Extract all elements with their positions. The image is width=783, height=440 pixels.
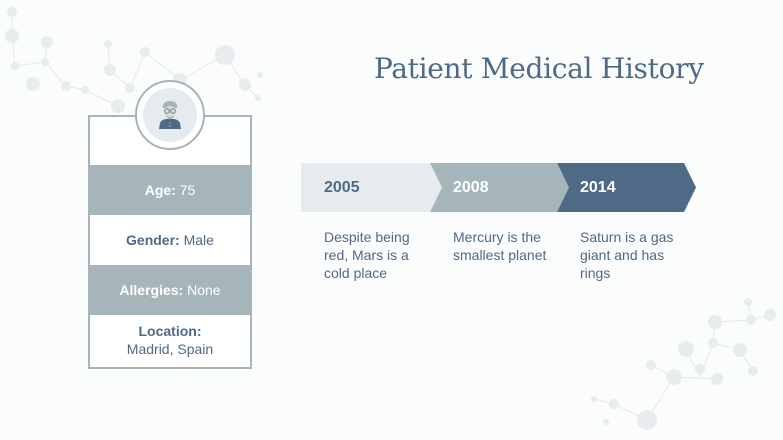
- description-2008: Mercury is the smallest planet: [453, 229, 547, 263]
- year-2008: 2008: [453, 179, 489, 196]
- age-label: Age:: [144, 182, 176, 198]
- allergies-row: Allergies: None: [90, 265, 250, 315]
- page-title: Patient Medical History: [374, 52, 704, 85]
- gender-label: Gender:: [126, 232, 180, 248]
- patient-card: Age: 75 Gender: Male Allergies: None Loc…: [88, 115, 252, 369]
- allergies-value: None: [187, 282, 221, 298]
- gender-row: Gender: Male: [90, 215, 250, 265]
- age-row: Age: 75: [90, 165, 250, 215]
- description-2014: Saturn is a gas giant and has rings: [580, 229, 674, 281]
- timeline-segment-2014: [557, 163, 696, 212]
- timeline-arrows: [301, 163, 696, 212]
- avatar: [135, 80, 205, 150]
- location-label: Location:: [138, 323, 202, 339]
- elderly-person-icon: [159, 101, 181, 129]
- allergies-label: Allergies:: [119, 282, 184, 298]
- year-2014: 2014: [580, 179, 616, 196]
- location-row: Location: Madrid, Spain: [90, 315, 250, 365]
- year-2005: 2005: [324, 179, 360, 196]
- timeline-segment-2005: [301, 163, 442, 212]
- gender-value: Male: [183, 232, 214, 248]
- description-2005: Despite being red, Mars is a cold place: [324, 229, 410, 281]
- age-value: 75: [179, 182, 196, 198]
- location-value: Madrid, Spain: [126, 341, 214, 357]
- timeline-segment-2008: [430, 163, 569, 212]
